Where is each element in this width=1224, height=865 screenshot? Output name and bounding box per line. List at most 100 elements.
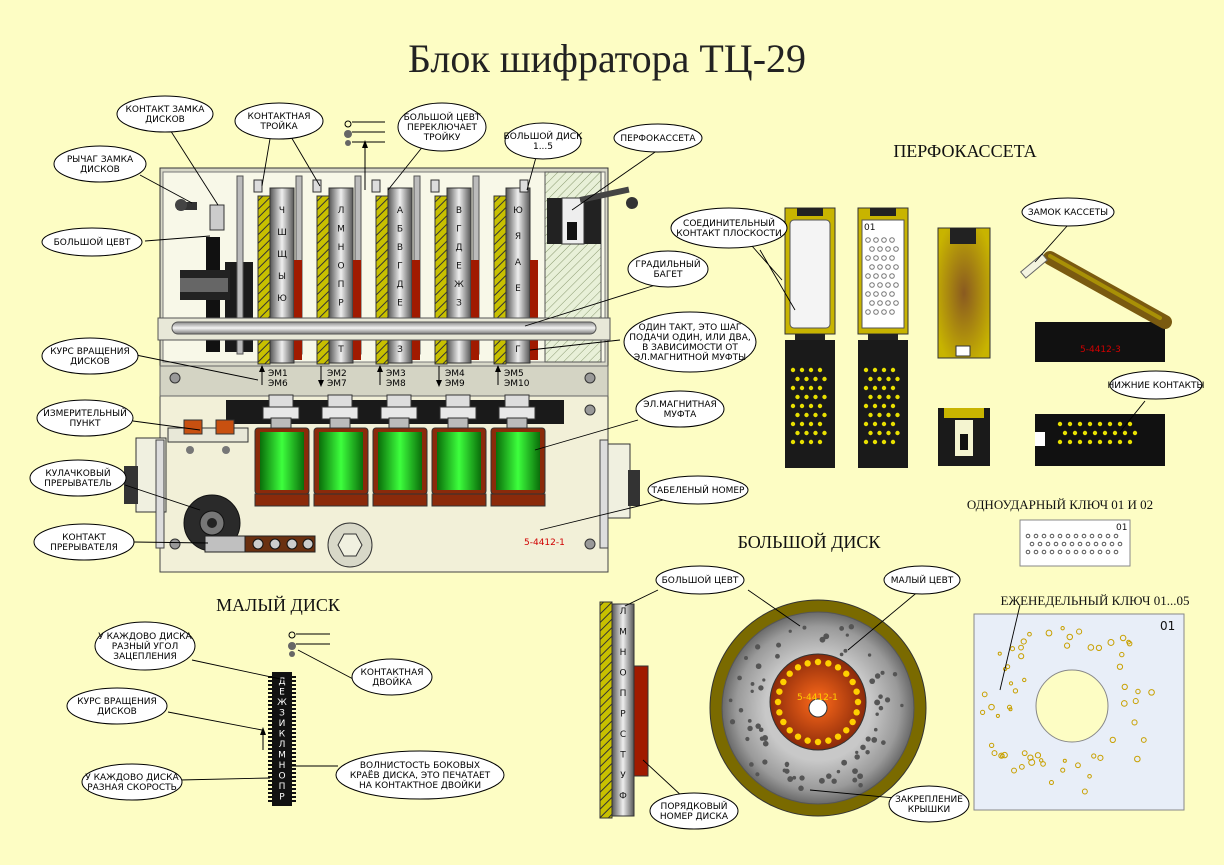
callout-lower-contacts: НИЖНИЕ КОНТАКТЫ bbox=[1108, 370, 1205, 400]
callout-text: КРАЁВ ДИСКА, ЭТО ПЕЧАТАЕТ bbox=[350, 770, 491, 781]
big-disk-side-letter: П bbox=[620, 689, 627, 699]
big-disk-side-letter: С bbox=[620, 730, 626, 740]
callout-text: ВОЛНИСТОСТЬ БОКОВЫХ bbox=[360, 761, 480, 771]
cassette-front bbox=[784, 207, 836, 468]
em-label-top: ЭМ1 bbox=[268, 369, 288, 379]
callout-text: ПУНКТ bbox=[70, 419, 101, 429]
callout-text: РАЗНЫЙ УГОЛ bbox=[112, 640, 178, 652]
disk-letter: П bbox=[338, 280, 345, 290]
weekly-key-number: 01 bbox=[1160, 619, 1175, 633]
callout-text: ДИСКОВ bbox=[80, 165, 120, 175]
callout-text: ЭЛ.МАГНИТНАЯ bbox=[643, 400, 717, 410]
small-disk-letter: П bbox=[279, 782, 286, 792]
disk-letter: Д bbox=[455, 243, 462, 253]
em-coil bbox=[431, 394, 487, 507]
drum-axle-shine bbox=[180, 278, 228, 292]
callout-text: ЭЛ.МАГНИТНОЙ МУФТЫ bbox=[634, 351, 746, 363]
disk-bottom-letter: Т bbox=[337, 345, 344, 355]
disk-letter: Ю bbox=[277, 294, 287, 304]
disk-letter: Б bbox=[397, 225, 403, 235]
big-disk-side-letter: Н bbox=[620, 648, 627, 658]
callout-text: ПОРЯДКОВЫЙ bbox=[661, 800, 728, 812]
disk-letter: Д bbox=[396, 280, 403, 290]
big-disk-side-letter: У bbox=[620, 771, 626, 781]
disk-letter: А bbox=[515, 258, 522, 268]
disk-letter: О bbox=[337, 262, 344, 272]
disk-letter: Е bbox=[515, 284, 521, 294]
callout-text: ПРЕРЫВАТЕЛЯ bbox=[50, 543, 118, 553]
callout-small-pin: МАЛЫЙ ЦЕВТ bbox=[883, 565, 961, 595]
big-disk-side-letter: Л bbox=[620, 607, 627, 617]
rotation-arrows bbox=[259, 365, 501, 387]
baguette-rod bbox=[171, 321, 597, 335]
callout-text: БОЛЬШОЙ ДИСК bbox=[504, 130, 584, 142]
callout-text: КОНТАКТНАЯ bbox=[248, 112, 311, 122]
em-coil bbox=[254, 394, 310, 507]
section-perfocassette: ПЕРФОКАССЕТА bbox=[893, 141, 1036, 161]
callout-text: КОНТАКТ bbox=[62, 533, 106, 543]
callout-text: БАГЕТ bbox=[653, 270, 683, 280]
cassette-bottom-view bbox=[938, 408, 990, 466]
section-single-key: ОДНОУДАРНЫЙ КЛЮЧ 01 И 02 bbox=[967, 497, 1153, 512]
callout-text: У КАЖДОВО ДИСКА bbox=[85, 773, 179, 783]
disk-letter: Я bbox=[515, 232, 521, 242]
lower-contacts-view bbox=[1035, 414, 1165, 466]
callout-text: ПОДАЧИ ОДИН, ИЛИ ДВА, bbox=[629, 333, 750, 343]
page-title: Блок шифратора ТЦ-29 bbox=[408, 36, 806, 81]
em-coils bbox=[254, 394, 546, 507]
callout-text: ДИСКОВ bbox=[97, 707, 137, 717]
disk-bottom-letter: З bbox=[397, 345, 403, 355]
disk-letter: В bbox=[397, 243, 403, 253]
disk-bottom-letter: Г bbox=[515, 345, 521, 355]
tab-number-value: 5-4412-1 bbox=[524, 538, 565, 548]
em-label-bottom: ЭМ8 bbox=[386, 379, 406, 389]
disk-letter: Е bbox=[456, 262, 462, 272]
em-label-top: ЭМ2 bbox=[327, 369, 347, 379]
callout-big-pin-disk: БОЛЬШОЙ ЦЕВТ bbox=[655, 565, 745, 595]
big-disk-side-letter: Ф bbox=[619, 792, 627, 802]
callout-text: БОЛЬШОЙ ЦЕВТ bbox=[662, 574, 739, 586]
small-disk-letter: З bbox=[279, 709, 285, 719]
callout-text: ОДИН ТАКТ, ЭТО ШАГ bbox=[639, 323, 742, 333]
cassette-lever-knob bbox=[626, 197, 638, 209]
callout-text: ТРОЙКА bbox=[259, 120, 298, 132]
cassette-side bbox=[937, 227, 991, 359]
callout-text: КУЛАЧКОВЫЙ bbox=[45, 467, 110, 479]
disk-letter: Ш bbox=[277, 228, 287, 238]
callout-text: ЗАМОК КАССЕТЫ bbox=[1028, 208, 1108, 218]
disk-letter: Ю bbox=[513, 206, 523, 216]
disk-letter: Н bbox=[338, 243, 345, 253]
small-disk-letter: М bbox=[278, 751, 286, 761]
weekly-key-card: 01 bbox=[973, 613, 1185, 811]
callout-text: ДИСКОВ bbox=[70, 357, 110, 367]
callout-text: СОЕДИНИТЕЛЬНЫЙ bbox=[683, 217, 775, 229]
callout-text: НОМЕР ДИСКА bbox=[660, 812, 729, 822]
callout-text: МАЛЫЙ ЦЕВТ bbox=[891, 574, 954, 586]
callout-perfocassette-label: ПЕРФОКАССЕТА bbox=[613, 123, 703, 153]
disk-letter: Л bbox=[338, 206, 345, 216]
em-label-top: ЭМ5 bbox=[504, 369, 524, 379]
small-disk-letter: К bbox=[279, 730, 286, 740]
callout-text: КУРС ВРАЩЕНИЯ bbox=[50, 347, 130, 357]
small-disk-letter: Е bbox=[279, 688, 285, 698]
em-coil bbox=[313, 394, 369, 507]
callout-text: КОНТАКТНАЯ bbox=[361, 668, 424, 678]
disk-letter: Е bbox=[397, 299, 403, 309]
callout-text: БОЛЬШОЙ ЦЕВТ bbox=[54, 236, 131, 248]
callout-text: РАЗНАЯ СКОРОСТЬ bbox=[87, 783, 177, 793]
